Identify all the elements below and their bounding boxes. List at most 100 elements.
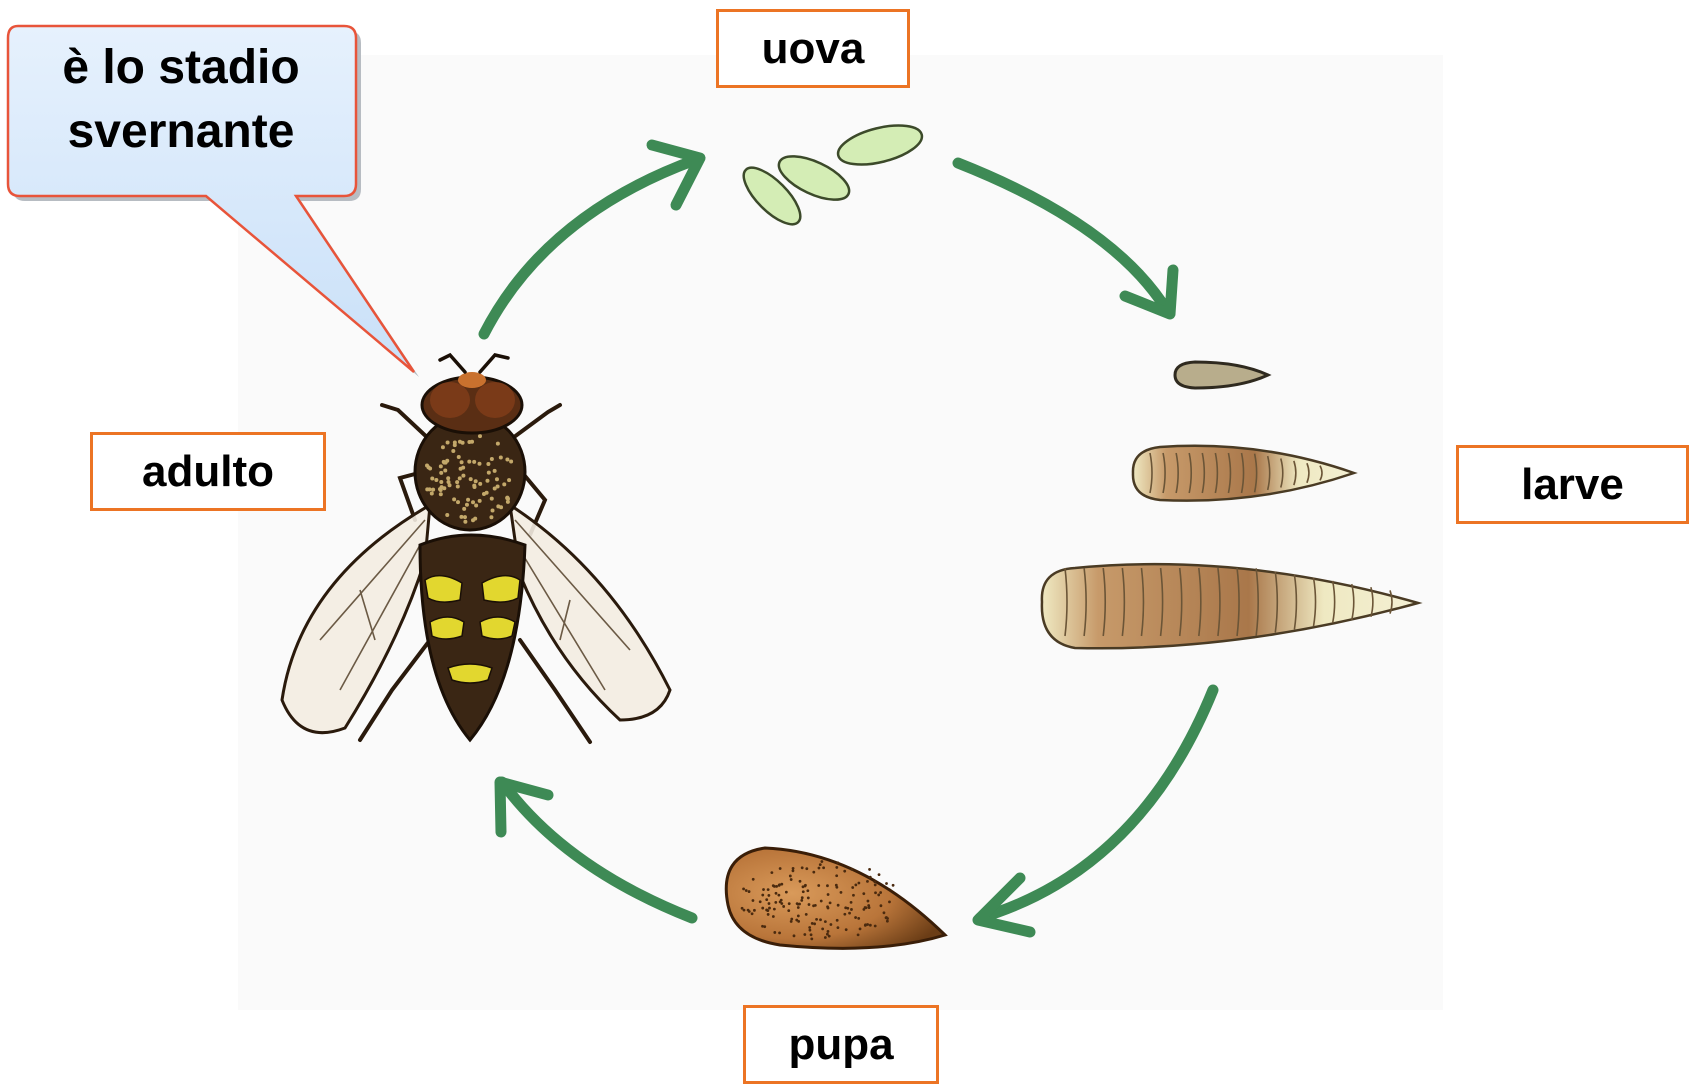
texture-dot: [478, 434, 482, 438]
texture-dot: [442, 486, 446, 490]
texture-dot: [795, 919, 798, 922]
texture-dot: [768, 902, 771, 905]
texture-dot: [880, 904, 883, 907]
texture-dot: [892, 884, 895, 887]
texture-dot: [829, 901, 832, 904]
label-adult: adulto: [90, 432, 326, 511]
texture-dot: [766, 909, 769, 912]
texture-dot: [817, 884, 820, 887]
texture-dot: [469, 477, 473, 481]
texture-dot: [862, 892, 865, 895]
texture-dot: [869, 924, 872, 927]
texture-dot: [439, 471, 443, 475]
texture-dot: [779, 901, 782, 904]
texture-dot: [820, 900, 823, 903]
texture-dot: [425, 463, 429, 467]
texture-dot: [461, 441, 465, 445]
texture-dot: [443, 468, 447, 472]
texture-dot: [843, 913, 846, 916]
texture-dot: [866, 880, 869, 883]
texture-dot: [797, 903, 800, 906]
texture-dot: [797, 915, 800, 918]
texture-dot: [507, 478, 511, 482]
texture-dot: [499, 455, 503, 459]
texture-dot: [806, 889, 809, 892]
texture-dot: [430, 491, 434, 495]
texture-dot: [491, 509, 495, 513]
texture-dot: [790, 918, 793, 921]
texture-dot: [779, 867, 782, 870]
texture-dot: [836, 919, 839, 922]
texture-dot: [445, 513, 449, 517]
texture-dot: [456, 484, 460, 488]
texture-dot: [748, 910, 751, 913]
texture-dot: [505, 496, 509, 500]
texture-dot: [425, 487, 429, 491]
texture-dot: [509, 459, 513, 463]
texture-dot: [472, 484, 476, 488]
texture-dot: [804, 884, 807, 887]
texture-dot: [763, 925, 766, 928]
texture-dot: [803, 933, 806, 936]
texture-dot: [761, 894, 764, 897]
texture-dot: [850, 901, 853, 904]
texture-dot: [478, 482, 482, 486]
texture-dot: [829, 923, 832, 926]
texture-dot: [451, 449, 455, 453]
texture-dot: [459, 467, 463, 471]
callout-text: è lo stadio svernante: [6, 36, 356, 164]
texture-dot: [751, 912, 754, 915]
texture-dot: [826, 884, 829, 887]
texture-dot: [441, 445, 445, 449]
texture-dot: [752, 878, 755, 881]
texture-dot: [477, 462, 481, 466]
texture-dot: [472, 460, 476, 464]
texture-dot: [772, 884, 775, 887]
texture-dot: [811, 922, 814, 925]
texture-dot: [463, 515, 467, 519]
texture-dot: [473, 517, 477, 521]
texture-dot: [822, 866, 825, 869]
texture-dot: [852, 894, 855, 897]
texture-dot: [773, 908, 776, 911]
texture-dot: [742, 887, 745, 890]
texture-dot: [741, 907, 744, 910]
texture-dot: [767, 913, 770, 916]
texture-dot: [844, 906, 847, 909]
texture-dot: [813, 922, 816, 925]
texture-dot: [812, 871, 815, 874]
texture-dot: [873, 880, 876, 883]
texture-dot: [474, 479, 478, 483]
texture-dot: [453, 440, 457, 444]
texture-dot: [765, 898, 768, 901]
texture-dot: [478, 499, 482, 503]
texture-dot: [851, 886, 854, 889]
texture-dot: [770, 871, 773, 874]
texture-dot: [768, 907, 771, 910]
texture-dot: [819, 918, 822, 921]
texture-dot: [778, 931, 781, 934]
texture-dot: [485, 479, 489, 483]
texture-dot: [773, 931, 776, 934]
texture-dot: [493, 469, 497, 473]
texture-dot: [777, 894, 780, 897]
texture-dot: [824, 936, 827, 939]
texture-dot: [812, 904, 815, 907]
texture-dot: [499, 505, 503, 509]
texture-dot: [459, 515, 463, 519]
texture-dot: [808, 926, 811, 929]
texture-dot: [835, 874, 838, 877]
texture-dot: [818, 867, 821, 870]
texture-dot: [810, 933, 813, 936]
texture-dot: [461, 474, 465, 478]
texture-dot: [805, 913, 808, 916]
texture-dot: [767, 894, 770, 897]
texture-dot: [826, 905, 829, 908]
texture-dot: [824, 920, 827, 923]
texture-dot: [787, 909, 790, 912]
texture-dot: [868, 868, 871, 871]
texture-dot: [439, 480, 443, 484]
texture-dot: [799, 880, 802, 883]
texture-dot: [434, 478, 438, 482]
